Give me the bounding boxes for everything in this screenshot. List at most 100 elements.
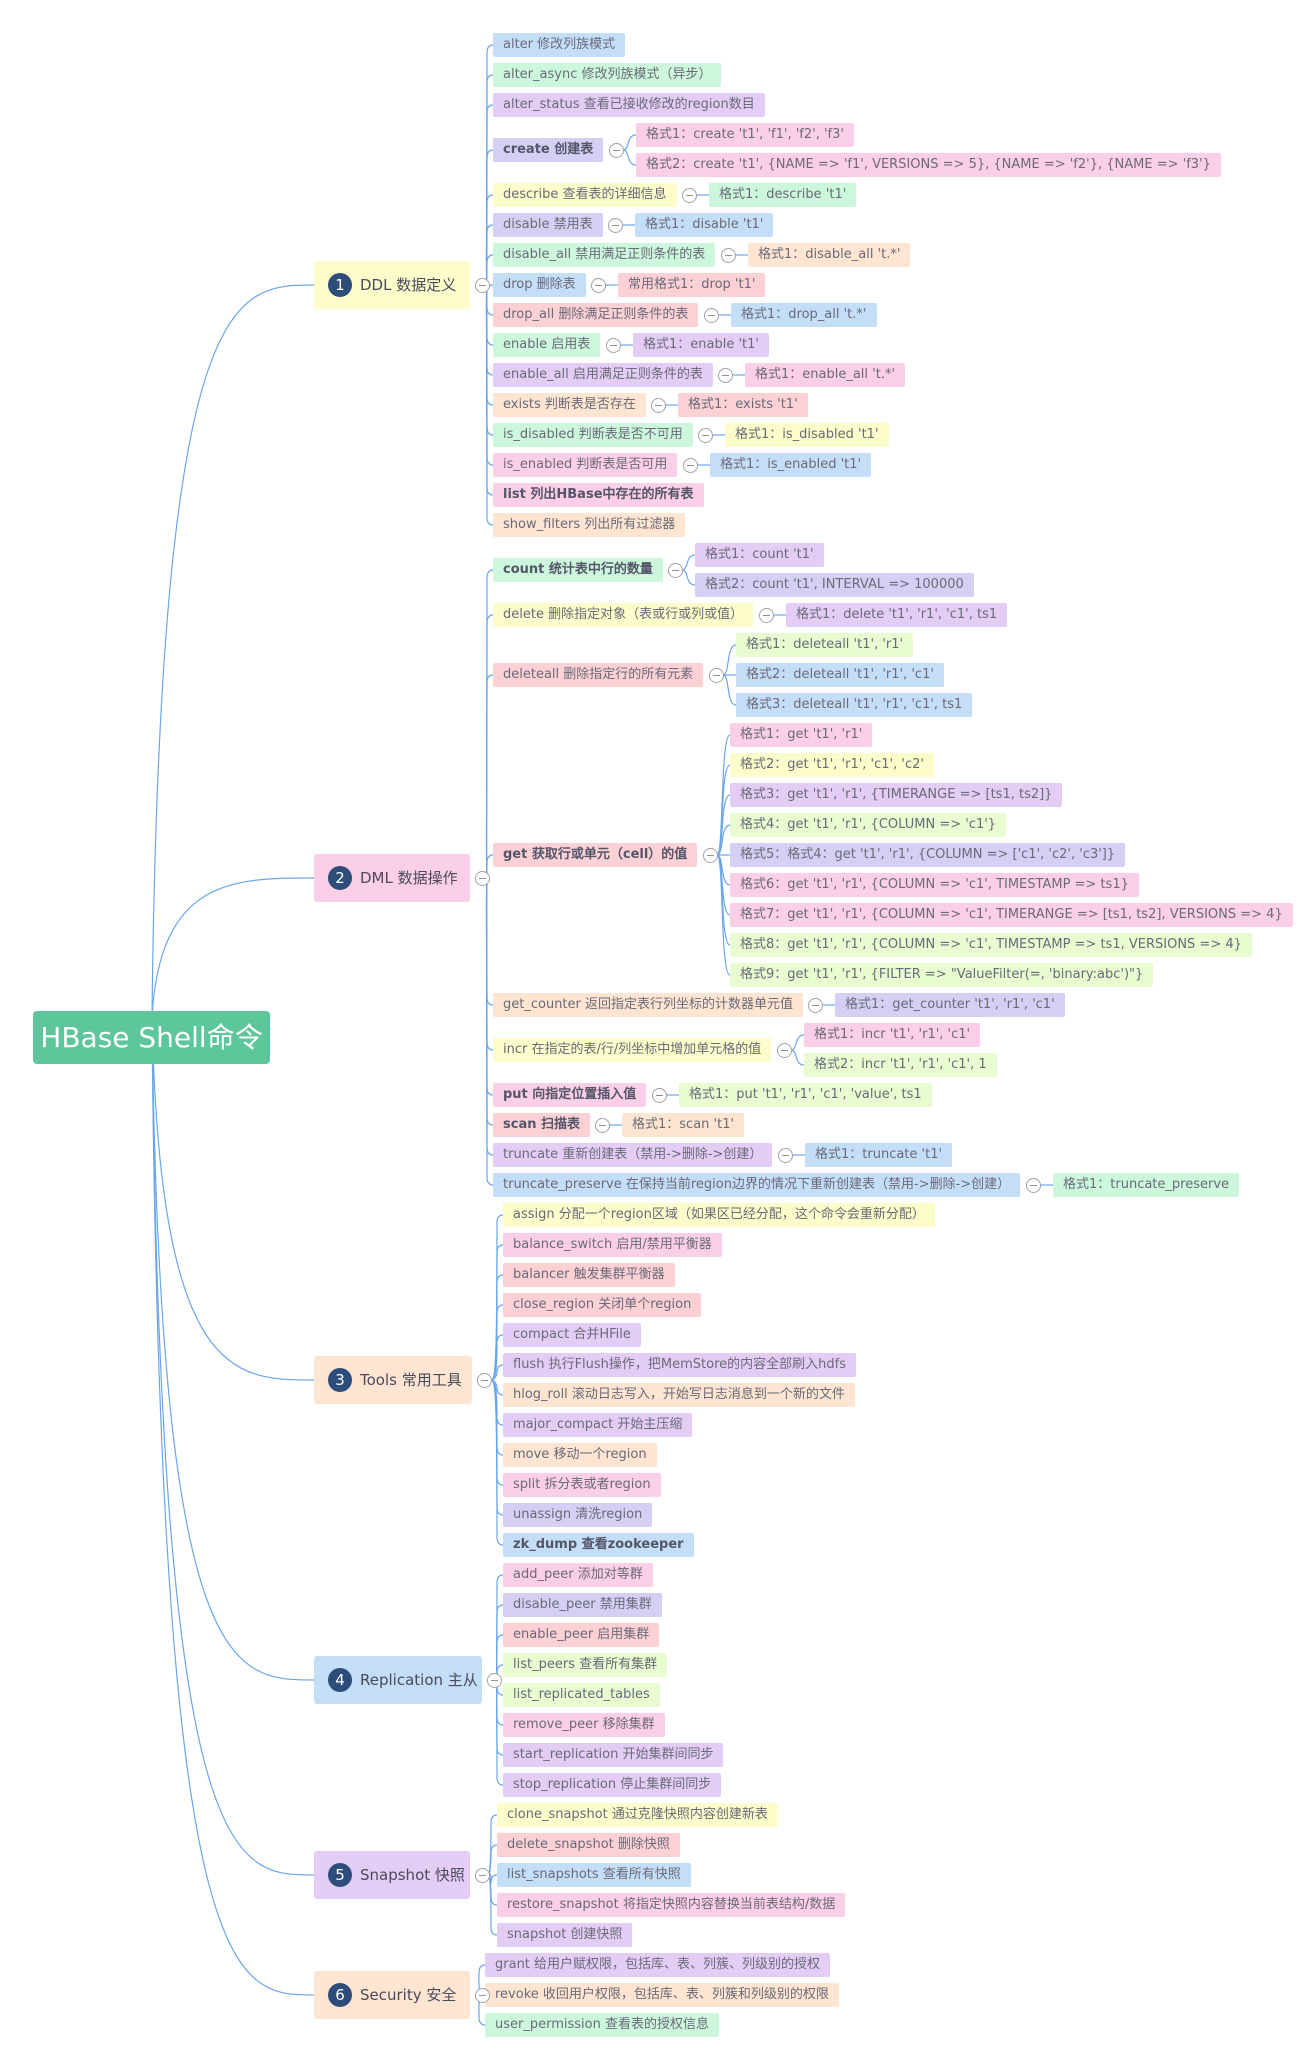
command-item[interactable]: enable 启用表 bbox=[493, 333, 601, 357]
collapse-toggle-icon[interactable] bbox=[595, 1118, 610, 1133]
command-item[interactable]: grant 给用户赋权限，包括库、表、列簇、列级别的授权 bbox=[485, 1953, 831, 1977]
command-item[interactable]: alter 修改列族模式 bbox=[493, 33, 626, 57]
command-item[interactable]: truncate_preserve 在保持当前region边界的情况下重新创建表… bbox=[493, 1173, 1021, 1197]
collapse-toggle-icon[interactable] bbox=[703, 848, 718, 863]
command-item[interactable]: enable_peer 启用集群 bbox=[503, 1623, 660, 1647]
collapse-toggle-icon[interactable] bbox=[652, 1088, 667, 1103]
collapse-toggle-icon[interactable] bbox=[698, 428, 713, 443]
format-example[interactable]: 格式2：create 't1', {NAME => 'f1', VERSIONS… bbox=[636, 153, 1221, 177]
format-example[interactable]: 格式2：get 't1', 'r1', 'c1', 'c2' bbox=[730, 753, 934, 777]
collapse-toggle-icon[interactable] bbox=[609, 143, 624, 158]
format-example[interactable]: 格式1：is_enabled 't1' bbox=[710, 453, 872, 477]
command-item[interactable]: balancer 触发集群平衡器 bbox=[503, 1263, 675, 1287]
format-example[interactable]: 格式2：deleteall 't1', 'r1', 'c1' bbox=[736, 663, 944, 687]
collapse-toggle-icon[interactable] bbox=[606, 338, 621, 353]
command-item[interactable]: drop_all 删除满足正则条件的表 bbox=[493, 303, 699, 327]
command-item[interactable]: list_replicated_tables bbox=[503, 1683, 660, 1707]
format-example[interactable]: 格式1：is_disabled 't1' bbox=[725, 423, 889, 447]
format-example[interactable]: 格式1：truncate 't1' bbox=[805, 1143, 953, 1167]
command-item[interactable]: enable_all 启用满足正则条件的表 bbox=[493, 363, 713, 387]
command-item[interactable]: assign 分配一个region区域（如果区已经分配，这个命令会重新分配） bbox=[503, 1203, 935, 1227]
format-example[interactable]: 格式1：enable 't1' bbox=[633, 333, 769, 357]
collapse-toggle-icon[interactable] bbox=[475, 1988, 490, 2003]
command-item[interactable]: remove_peer 移除集群 bbox=[503, 1713, 665, 1737]
command-item[interactable]: start_replication 开始集群间同步 bbox=[503, 1743, 724, 1767]
command-item[interactable]: restore_snapshot 将指定快照内容替换当前表结构/数据 bbox=[497, 1893, 846, 1917]
command-item[interactable]: close_region 关闭单个region bbox=[503, 1293, 702, 1317]
command-item[interactable]: alter_async 修改列族模式（异步） bbox=[493, 63, 722, 87]
command-item[interactable]: stop_replication 停止集群间同步 bbox=[503, 1773, 722, 1797]
command-item[interactable]: count 统计表中行的数量 bbox=[493, 558, 663, 582]
format-example[interactable]: 格式1：get_counter 't1', 'r1', 'c1' bbox=[835, 993, 1065, 1017]
collapse-toggle-icon[interactable] bbox=[759, 608, 774, 623]
collapse-toggle-icon[interactable] bbox=[475, 871, 490, 886]
command-item[interactable]: incr 在指定的表/行/列坐标中增加单元格的值 bbox=[493, 1038, 772, 1062]
format-example[interactable]: 格式1：enable_all 't.*' bbox=[745, 363, 906, 387]
collapse-toggle-icon[interactable] bbox=[668, 563, 683, 578]
command-item[interactable]: add_peer 添加对等群 bbox=[503, 1563, 653, 1587]
format-example[interactable]: 格式2：count 't1', INTERVAL => 100000 bbox=[695, 573, 974, 597]
format-example[interactable]: 格式7：get 't1', 'r1', {COLUMN => 'c1', TIM… bbox=[730, 903, 1293, 927]
format-example[interactable]: 格式5：格式4：get 't1', 'r1', {COLUMN => ['c1'… bbox=[730, 843, 1126, 867]
command-item[interactable]: major_compact 开始主压缩 bbox=[503, 1413, 693, 1437]
format-example[interactable]: 格式1：get 't1', 'r1' bbox=[730, 723, 873, 747]
collapse-toggle-icon[interactable] bbox=[709, 668, 724, 683]
command-item[interactable]: move 移动一个region bbox=[503, 1443, 657, 1467]
command-item[interactable]: drop 删除表 bbox=[493, 273, 586, 297]
command-item[interactable]: is_enabled 判断表是否可用 bbox=[493, 453, 678, 477]
command-item[interactable]: flush 执行Flush操作，把MemStore的内容全部刷入hdfs bbox=[503, 1353, 856, 1377]
collapse-toggle-icon[interactable] bbox=[778, 1148, 793, 1163]
collapse-toggle-icon[interactable] bbox=[608, 218, 623, 233]
command-item[interactable]: delete 删除指定对象（表或行或列或值） bbox=[493, 603, 754, 627]
collapse-toggle-icon[interactable] bbox=[1026, 1178, 1041, 1193]
command-item[interactable]: delete_snapshot 删除快照 bbox=[497, 1833, 680, 1857]
command-item[interactable]: snapshot 创建快照 bbox=[497, 1923, 633, 1947]
format-example[interactable]: 格式1：describe 't1' bbox=[709, 183, 857, 207]
format-example[interactable]: 常用格式1：drop 't1' bbox=[618, 273, 766, 297]
command-item[interactable]: disable_peer 禁用集群 bbox=[503, 1593, 662, 1617]
command-item[interactable]: scan 扫描表 bbox=[493, 1113, 590, 1137]
format-example[interactable]: 格式3：get 't1', 'r1', {TIMERANGE => [ts1, … bbox=[730, 783, 1063, 807]
format-example[interactable]: 格式6：get 't1', 'r1', {COLUMN => 'c1', TIM… bbox=[730, 873, 1139, 897]
collapse-toggle-icon[interactable] bbox=[477, 1373, 492, 1388]
collapse-toggle-icon[interactable] bbox=[475, 278, 490, 293]
format-example[interactable]: 格式2：incr 't1', 'r1', 'c1', 1 bbox=[804, 1053, 997, 1077]
format-example[interactable]: 格式1：disable 't1' bbox=[635, 213, 774, 237]
command-item[interactable]: truncate 重新创建表（禁用->删除->创建） bbox=[493, 1143, 773, 1167]
command-item[interactable]: show_filters 列出所有过滤器 bbox=[493, 513, 686, 537]
root-node[interactable]: HBase Shell命令 bbox=[33, 1011, 270, 1064]
command-item[interactable]: clone_snapshot 通过克隆快照内容创建新表 bbox=[497, 1803, 778, 1827]
command-item[interactable]: list 列出HBase中存在的所有表 bbox=[493, 483, 704, 507]
command-item[interactable]: split 拆分表或者region bbox=[503, 1473, 661, 1497]
command-item[interactable]: compact 合并HFile bbox=[503, 1323, 641, 1347]
format-example[interactable]: 格式1：scan 't1' bbox=[622, 1113, 745, 1137]
collapse-toggle-icon[interactable] bbox=[808, 998, 823, 1013]
format-example[interactable]: 格式3：deleteall 't1', 'r1', 'c1', ts1 bbox=[736, 693, 973, 717]
collapse-toggle-icon[interactable] bbox=[683, 458, 698, 473]
command-item[interactable]: balance_switch 启用/禁用平衡器 bbox=[503, 1233, 722, 1257]
format-example[interactable]: 格式4：get 't1', 'r1', {COLUMN => 'c1'} bbox=[730, 813, 1007, 837]
command-item[interactable]: hlog_roll 滚动日志写入，开始写日志消息到一个新的文件 bbox=[503, 1383, 855, 1407]
format-example[interactable]: 格式1：truncate_preserve bbox=[1053, 1173, 1240, 1197]
format-example[interactable]: 格式1：disable_all 't.*' bbox=[748, 243, 911, 267]
command-item[interactable]: deleteall 删除指定行的所有元素 bbox=[493, 663, 704, 687]
command-item[interactable]: unassign 清洗region bbox=[503, 1503, 653, 1527]
format-example[interactable]: 格式1：incr 't1', 'r1', 'c1' bbox=[804, 1023, 981, 1047]
format-example[interactable]: 格式1：drop_all 't.*' bbox=[731, 303, 877, 327]
format-example[interactable]: 格式1：exists 't1' bbox=[678, 393, 808, 417]
collapse-toggle-icon[interactable] bbox=[721, 248, 736, 263]
command-item[interactable]: get_counter 返回指定表行列坐标的计数器单元值 bbox=[493, 993, 803, 1017]
command-item[interactable]: get 获取行或单元（cell）的值 bbox=[493, 843, 698, 867]
command-item[interactable]: list_snapshots 查看所有快照 bbox=[497, 1863, 691, 1887]
collapse-toggle-icon[interactable] bbox=[651, 398, 666, 413]
collapse-toggle-icon[interactable] bbox=[777, 1043, 792, 1058]
collapse-toggle-icon[interactable] bbox=[704, 308, 719, 323]
format-example[interactable]: 格式9：get 't1', 'r1', {FILTER => "ValueFil… bbox=[730, 963, 1154, 987]
command-item[interactable]: disable 禁用表 bbox=[493, 213, 603, 237]
